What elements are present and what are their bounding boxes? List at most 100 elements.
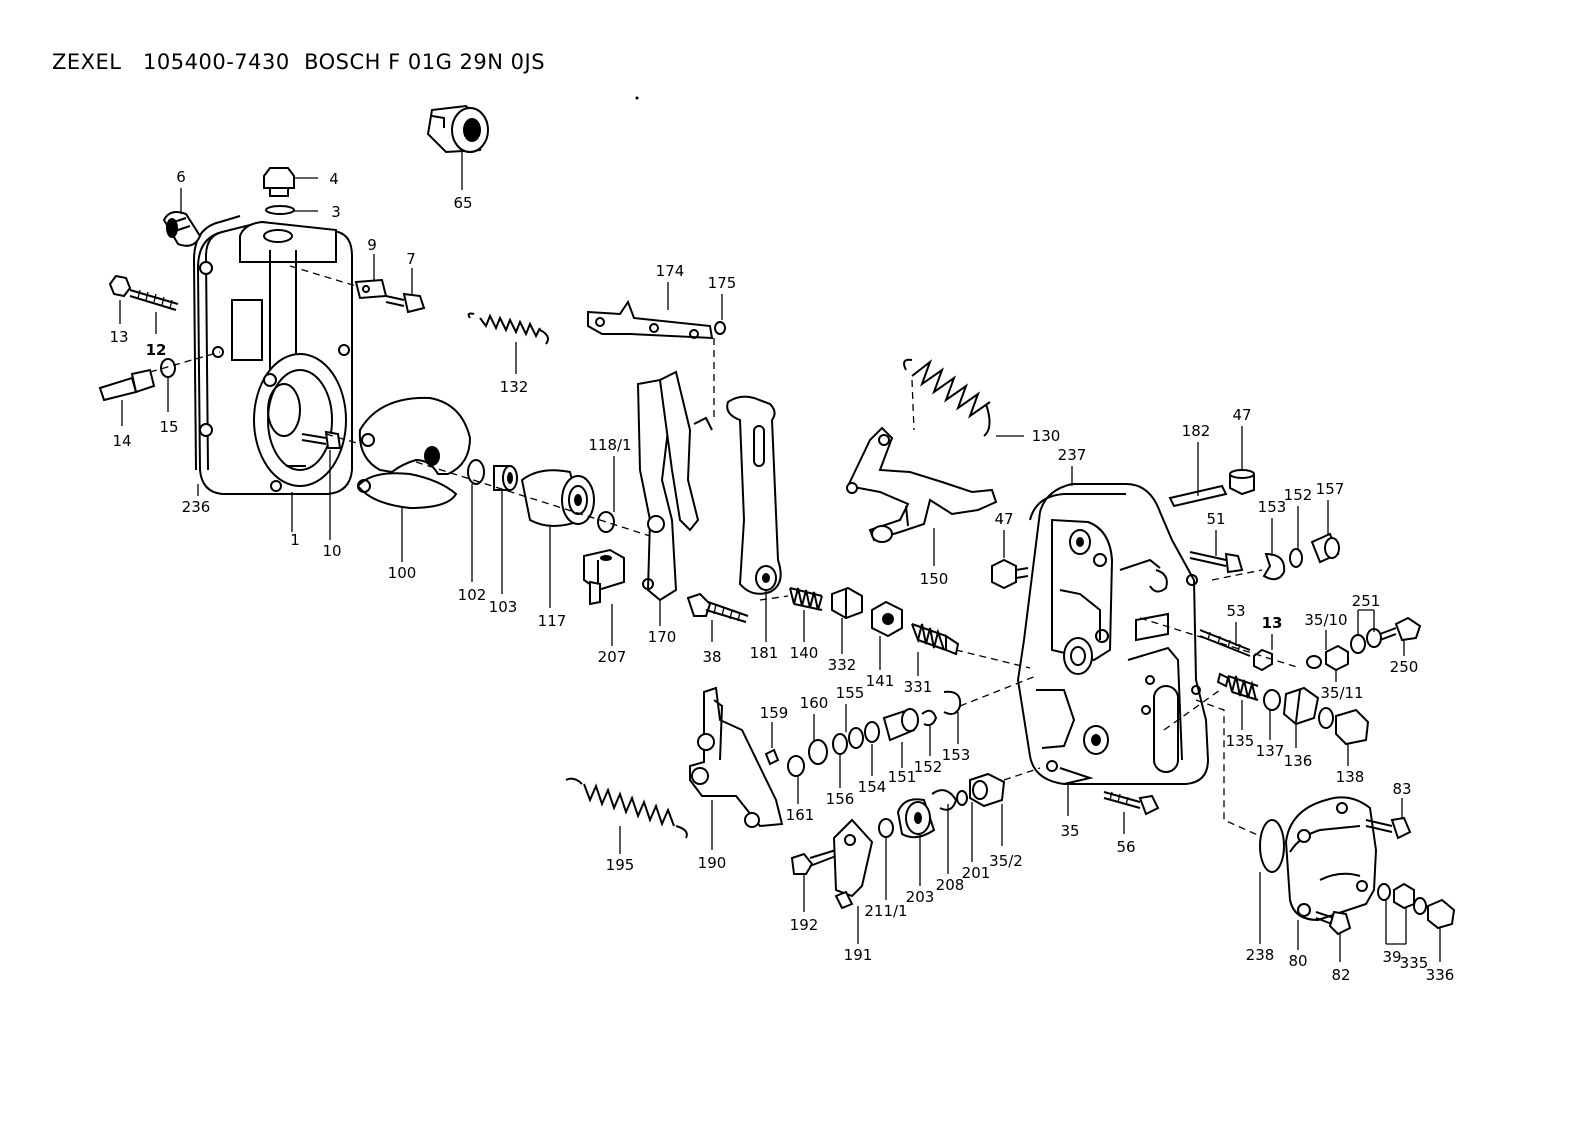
- callout-47-left: 47: [994, 510, 1013, 528]
- part-250-screw: [1379, 616, 1422, 642]
- callout-53: 53: [1226, 602, 1245, 620]
- callout-39: 39: [1382, 948, 1401, 966]
- callout-14: 14: [112, 432, 131, 450]
- part-208-spring: [931, 789, 958, 811]
- part-3-seal-ring: [265, 205, 295, 215]
- callout-132: 132: [500, 378, 529, 396]
- part-175-clip: [714, 321, 726, 335]
- callout-141: 141: [866, 672, 895, 690]
- part-38-bolt: [686, 592, 749, 623]
- part-150-control-lever-shaft: [846, 426, 998, 543]
- callout-157: 157: [1316, 480, 1345, 498]
- callout-151: 151: [888, 768, 917, 786]
- callout-35-11: 35/11: [1320, 684, 1363, 702]
- part-117-governor-sleeve: [520, 469, 595, 527]
- callout-118-1: 118/1: [588, 436, 631, 454]
- callout-4: 4: [329, 170, 339, 188]
- part-137-ring: [1318, 707, 1334, 729]
- callout-65: 65: [453, 194, 472, 212]
- callout-250: 250: [1390, 658, 1419, 676]
- callout-103: 103: [489, 598, 518, 616]
- callout-80: 80: [1288, 952, 1307, 970]
- part-35-2-plug: [969, 772, 1006, 808]
- callout-9: 9: [367, 236, 377, 254]
- part-14-adjusting-screw: [98, 368, 156, 402]
- callout-83: 83: [1392, 780, 1411, 798]
- callout-208: 208: [936, 876, 965, 894]
- part-102-washer: [467, 459, 485, 485]
- callout-174: 174: [656, 262, 685, 280]
- part-237-governor-cover: [1016, 483, 1210, 785]
- callout-153-left: 153: [942, 746, 971, 764]
- part-53-screw: [1199, 629, 1251, 657]
- part-137-washer: [1263, 689, 1281, 711]
- title-brand: ZEXEL: [52, 50, 122, 74]
- callout-195: 195: [606, 856, 635, 874]
- part-211-1-washer: [878, 818, 894, 838]
- callout-12: 12: [146, 341, 167, 359]
- leader-lines: [119, 152, 1441, 962]
- part-153-circlip-right: [1262, 552, 1286, 581]
- callout-47-top: 47: [1232, 406, 1251, 424]
- part-155-ring: [848, 727, 864, 749]
- callout-335: 335: [1400, 954, 1429, 972]
- callout-137: 137: [1256, 742, 1285, 760]
- part-236-gasket: [192, 215, 241, 471]
- part-174-link-lever: [587, 299, 714, 340]
- callout-159: 159: [760, 704, 789, 722]
- part-152-o-ring-right: [1289, 548, 1303, 568]
- callout-51: 51: [1206, 510, 1225, 528]
- dot-mark: [635, 96, 639, 100]
- part-201-o-ring: [956, 790, 968, 806]
- callout-251: 251: [1352, 592, 1381, 610]
- part-141-nut: [871, 600, 903, 638]
- callout-35: 35: [1060, 822, 1079, 840]
- part-130-spring: [903, 358, 991, 437]
- part-35-11-nut: [1325, 644, 1349, 672]
- part-140-spring: [789, 587, 823, 611]
- part-83-screw: [1365, 816, 1412, 840]
- part-156-ring: [832, 733, 848, 755]
- callout-7: 7: [406, 250, 416, 268]
- part-13-cap-nut: [108, 274, 132, 298]
- part-56-bolt: [1103, 791, 1160, 816]
- callout-236: 236: [182, 498, 211, 516]
- part-1-governor-housing: [196, 220, 353, 495]
- callout-154: 154: [858, 778, 887, 796]
- part-138-cap-nut: [1335, 708, 1370, 746]
- part-331-adjusting-screw: [911, 623, 960, 656]
- callout-3: 3: [331, 203, 341, 221]
- callout-56: 56: [1116, 838, 1135, 856]
- callout-15: 15: [159, 418, 178, 436]
- part-152-clip: [921, 709, 938, 727]
- part-335-ring: [1413, 897, 1427, 915]
- part-35-10-washer: [1306, 655, 1322, 669]
- part-103-bushing: [493, 465, 518, 491]
- callout-331: 331: [904, 678, 933, 696]
- callout-38: 38: [702, 648, 721, 666]
- part-161-washer: [787, 755, 805, 777]
- callout-181: 181: [750, 644, 779, 662]
- part-39-washer: [1377, 883, 1391, 901]
- callout-135: 135: [1226, 732, 1255, 750]
- callout-160: 160: [800, 694, 829, 712]
- callout-161: 161: [786, 806, 815, 824]
- callout-201: 201: [962, 864, 991, 882]
- callout-130: 130: [1032, 427, 1061, 445]
- part-153-circlip: [943, 690, 962, 715]
- callout-10: 10: [322, 542, 341, 560]
- part-190-stop-lever: [689, 686, 784, 828]
- callout-136: 136: [1284, 752, 1313, 770]
- callout-238: 238: [1246, 946, 1275, 964]
- part-118-1-shim: [597, 511, 615, 533]
- callout-153-right: 153: [1258, 498, 1287, 516]
- part-157-plug: [1310, 532, 1340, 564]
- part-170-tensioning-lever: [636, 370, 713, 602]
- part-7-screw: [385, 292, 426, 314]
- part-154-ring: [864, 721, 880, 743]
- callout-203: 203: [906, 888, 935, 906]
- part-100-flyweight-assembly: [356, 396, 472, 510]
- callout-138: 138: [1336, 768, 1365, 786]
- part-251-washer-a: [1350, 634, 1366, 654]
- callout-336: 336: [1426, 966, 1455, 984]
